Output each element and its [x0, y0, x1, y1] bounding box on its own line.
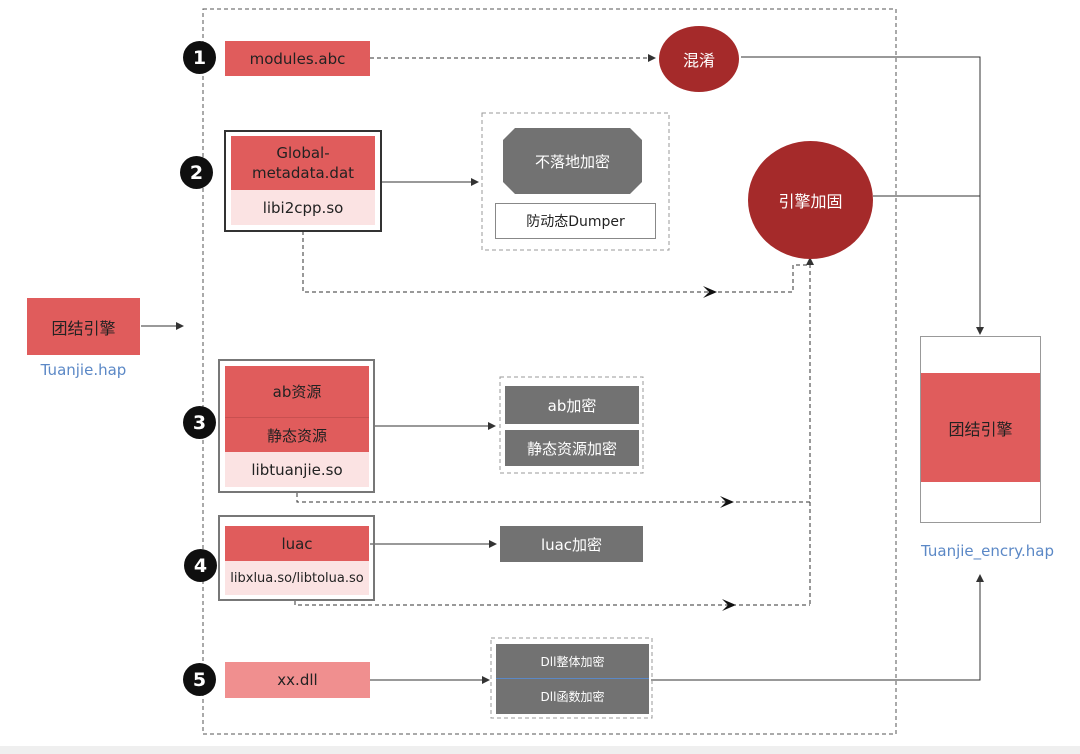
- step-1-badge: 1: [183, 41, 216, 74]
- dll-to-output-line: [651, 574, 984, 681]
- step-4-badge: 4: [184, 549, 217, 582]
- dll-whole-encrypt-box: Dll整体加密: [496, 644, 649, 679]
- engine-file-label: Tuanjie.hap: [40, 361, 127, 379]
- dll-function-encrypt-box: Dll函数加密: [496, 679, 649, 714]
- output-engine-box: 团结引擎: [921, 373, 1040, 482]
- engine-hardening-circle: 引擎加固: [748, 141, 873, 259]
- global-metadata-box: Global-metadata.dat: [231, 136, 375, 190]
- chevron-icon: [720, 496, 734, 508]
- chevron-icon: [722, 599, 736, 611]
- step-5-badge: 5: [183, 663, 216, 696]
- step2-to-hardening-line: [302, 231, 810, 293]
- step-2-badge: 2: [180, 156, 213, 189]
- step3-to-hardening-line: [296, 493, 810, 503]
- output-file-label: Tuanjie_encry.hap: [920, 542, 1055, 560]
- step2-ops-frame: [481, 112, 670, 251]
- main-frame: [202, 8, 897, 735]
- modules-abc-box: modules.abc: [225, 41, 370, 76]
- step4-files-frame: [218, 515, 375, 601]
- bottom-strip: [0, 746, 1080, 754]
- step3-ops-frame: [499, 376, 644, 474]
- step3-files-frame: [218, 359, 375, 493]
- static-resource-encrypt-box: 静态资源加密: [505, 430, 639, 466]
- step-3-badge: 3: [183, 406, 216, 439]
- step2-files-frame: [224, 130, 382, 232]
- xx-dll-box: xx.dll: [225, 662, 370, 698]
- libi2cpp-box: libi2cpp.so: [231, 190, 375, 225]
- ab-resource-box: ab资源: [225, 366, 369, 417]
- obfuscate-to-output-line: [741, 56, 984, 335]
- obfuscate-circle: 混淆: [659, 26, 739, 92]
- libtuanjie-box: libtuanjie.so: [225, 452, 369, 487]
- engine-box: 团结引擎: [27, 298, 140, 355]
- luac-encrypt-box: luac加密: [500, 526, 643, 562]
- anti-dumper-box: 防动态Dumper: [495, 203, 656, 239]
- libxlua-box: libxlua.so/libtolua.so: [225, 561, 369, 595]
- luac-box: luac: [225, 526, 369, 561]
- step4-to-hardening-line: [294, 601, 810, 606]
- step5-ops-frame: [490, 637, 653, 719]
- chevron-icon: [703, 286, 717, 298]
- static-resource-box: 静态资源: [225, 417, 369, 452]
- no-landing-encrypt-label: 不落地加密: [534, 152, 610, 171]
- ab-encrypt-box: ab加密: [505, 386, 639, 424]
- octagon-shape: [503, 128, 642, 194]
